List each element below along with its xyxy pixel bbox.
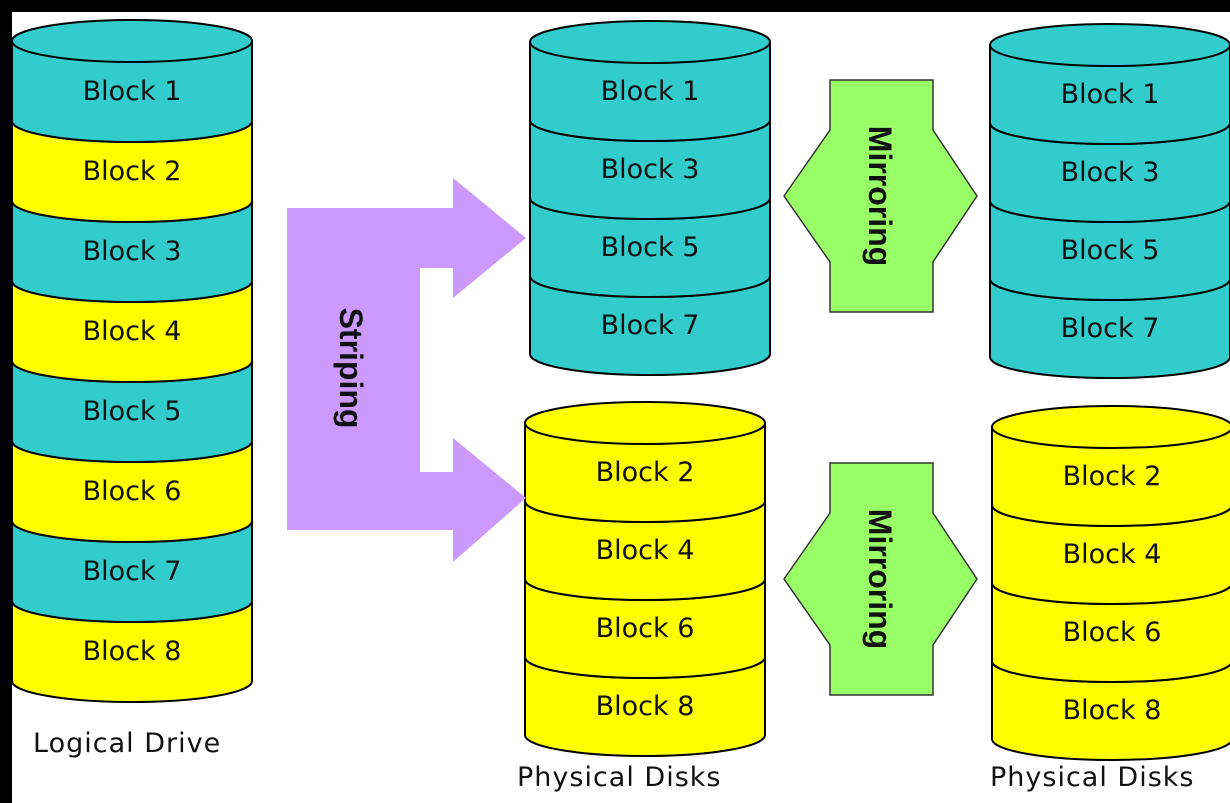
disk-segment	[11, 280, 253, 383]
block-label-block-8: Block 8	[1063, 695, 1162, 726]
physical-disks-caption-right: Physical Disks	[990, 762, 1195, 793]
disk-segment-top	[524, 401, 766, 445]
block-label-block-2: Block 2	[596, 457, 695, 488]
disk-segment	[529, 41, 771, 142]
block-label-block-8: Block 8	[596, 691, 695, 722]
disk-segment	[524, 578, 766, 679]
block-label-block-3: Block 3	[1061, 157, 1160, 188]
block-label-block-7: Block 7	[601, 310, 700, 341]
logical-drive-cylinder: Block 8 Block 7 Block 6 Block 5 Block 4 Block…	[11, 19, 253, 703]
disk-segment	[989, 44, 1230, 145]
disk-segment	[529, 275, 771, 376]
disk-segment	[989, 200, 1230, 301]
block-label-block-4: Block 4	[596, 535, 695, 566]
disk-segment	[989, 278, 1230, 379]
disk-segment	[11, 360, 253, 463]
mirroring-label: Mirroring	[862, 126, 898, 266]
mirroring-arrow-shape	[783, 79, 978, 313]
block-label-block-4: Block 4	[1063, 539, 1162, 570]
disk-segment	[11, 40, 253, 143]
mirroring-arrow-top: Mirroring	[783, 79, 978, 313]
disk-segment	[991, 582, 1230, 683]
block-label-block-6: Block 6	[83, 476, 182, 507]
block-label-block-3: Block 3	[83, 236, 182, 267]
block-label-block-1: Block 1	[1061, 79, 1160, 110]
disk-segment	[529, 119, 771, 220]
block-label-block-4: Block 4	[83, 316, 182, 347]
disk-segment-top	[11, 19, 253, 63]
disk-segment	[991, 660, 1230, 761]
block-label-block-7: Block 7	[1061, 313, 1160, 344]
disk-segment	[11, 120, 253, 223]
block-label-block-6: Block 6	[596, 613, 695, 644]
block-label-block-3: Block 3	[601, 154, 700, 185]
striping-label: Striping	[333, 308, 369, 429]
disk-segment	[11, 440, 253, 543]
mirroring-arrow-bottom: Mirroring	[783, 462, 978, 696]
block-label-block-2: Block 2	[83, 156, 182, 187]
disk-segment	[991, 504, 1230, 605]
disk-segment	[989, 122, 1230, 223]
disk-segment	[524, 656, 766, 757]
disk-segment	[524, 422, 766, 523]
logical-drive-caption: Logical Drive	[33, 728, 222, 759]
physical-disks-caption-left: Physical Disks	[517, 762, 722, 793]
disk-segment	[529, 197, 771, 298]
physical-disk-3: Block 8 Block 6 Block 4 Block 2	[524, 401, 766, 757]
physical-disk-2: Block 7 Block 5 Block 3 Block 1	[989, 23, 1230, 379]
block-label-block-8: Block 8	[83, 636, 182, 667]
disk-segment	[11, 200, 253, 303]
block-label-block-1: Block 1	[83, 76, 182, 107]
block-label-block-2: Block 2	[1063, 461, 1162, 492]
disk-segment	[11, 520, 253, 623]
block-label-block-7: Block 7	[83, 556, 182, 587]
block-label-block-1: Block 1	[601, 76, 700, 107]
block-label-block-5: Block 5	[601, 232, 700, 263]
disk-segment-top	[991, 405, 1230, 449]
frame-top-border	[0, 0, 1230, 12]
disk-segment	[524, 500, 766, 601]
frame-left-border	[0, 0, 12, 803]
disk-segment-top	[529, 20, 771, 64]
physical-disk-1: Block 7 Block 5 Block 3 Block 1	[529, 20, 771, 376]
disk-segment	[11, 600, 253, 703]
disk-segment	[991, 426, 1230, 527]
mirroring-arrow-shape	[783, 462, 978, 696]
block-label-block-5: Block 5	[1061, 235, 1160, 266]
block-label-block-6: Block 6	[1063, 617, 1162, 648]
disk-segment-top	[989, 23, 1230, 67]
mirroring-label: Mirroring	[862, 509, 898, 649]
block-label-block-5: Block 5	[83, 396, 182, 427]
striping-arrow: Striping	[287, 178, 526, 562]
striping-arrow-shape	[287, 178, 526, 562]
physical-disk-4: Block 8 Block 6 Block 4 Block 2	[991, 405, 1230, 761]
